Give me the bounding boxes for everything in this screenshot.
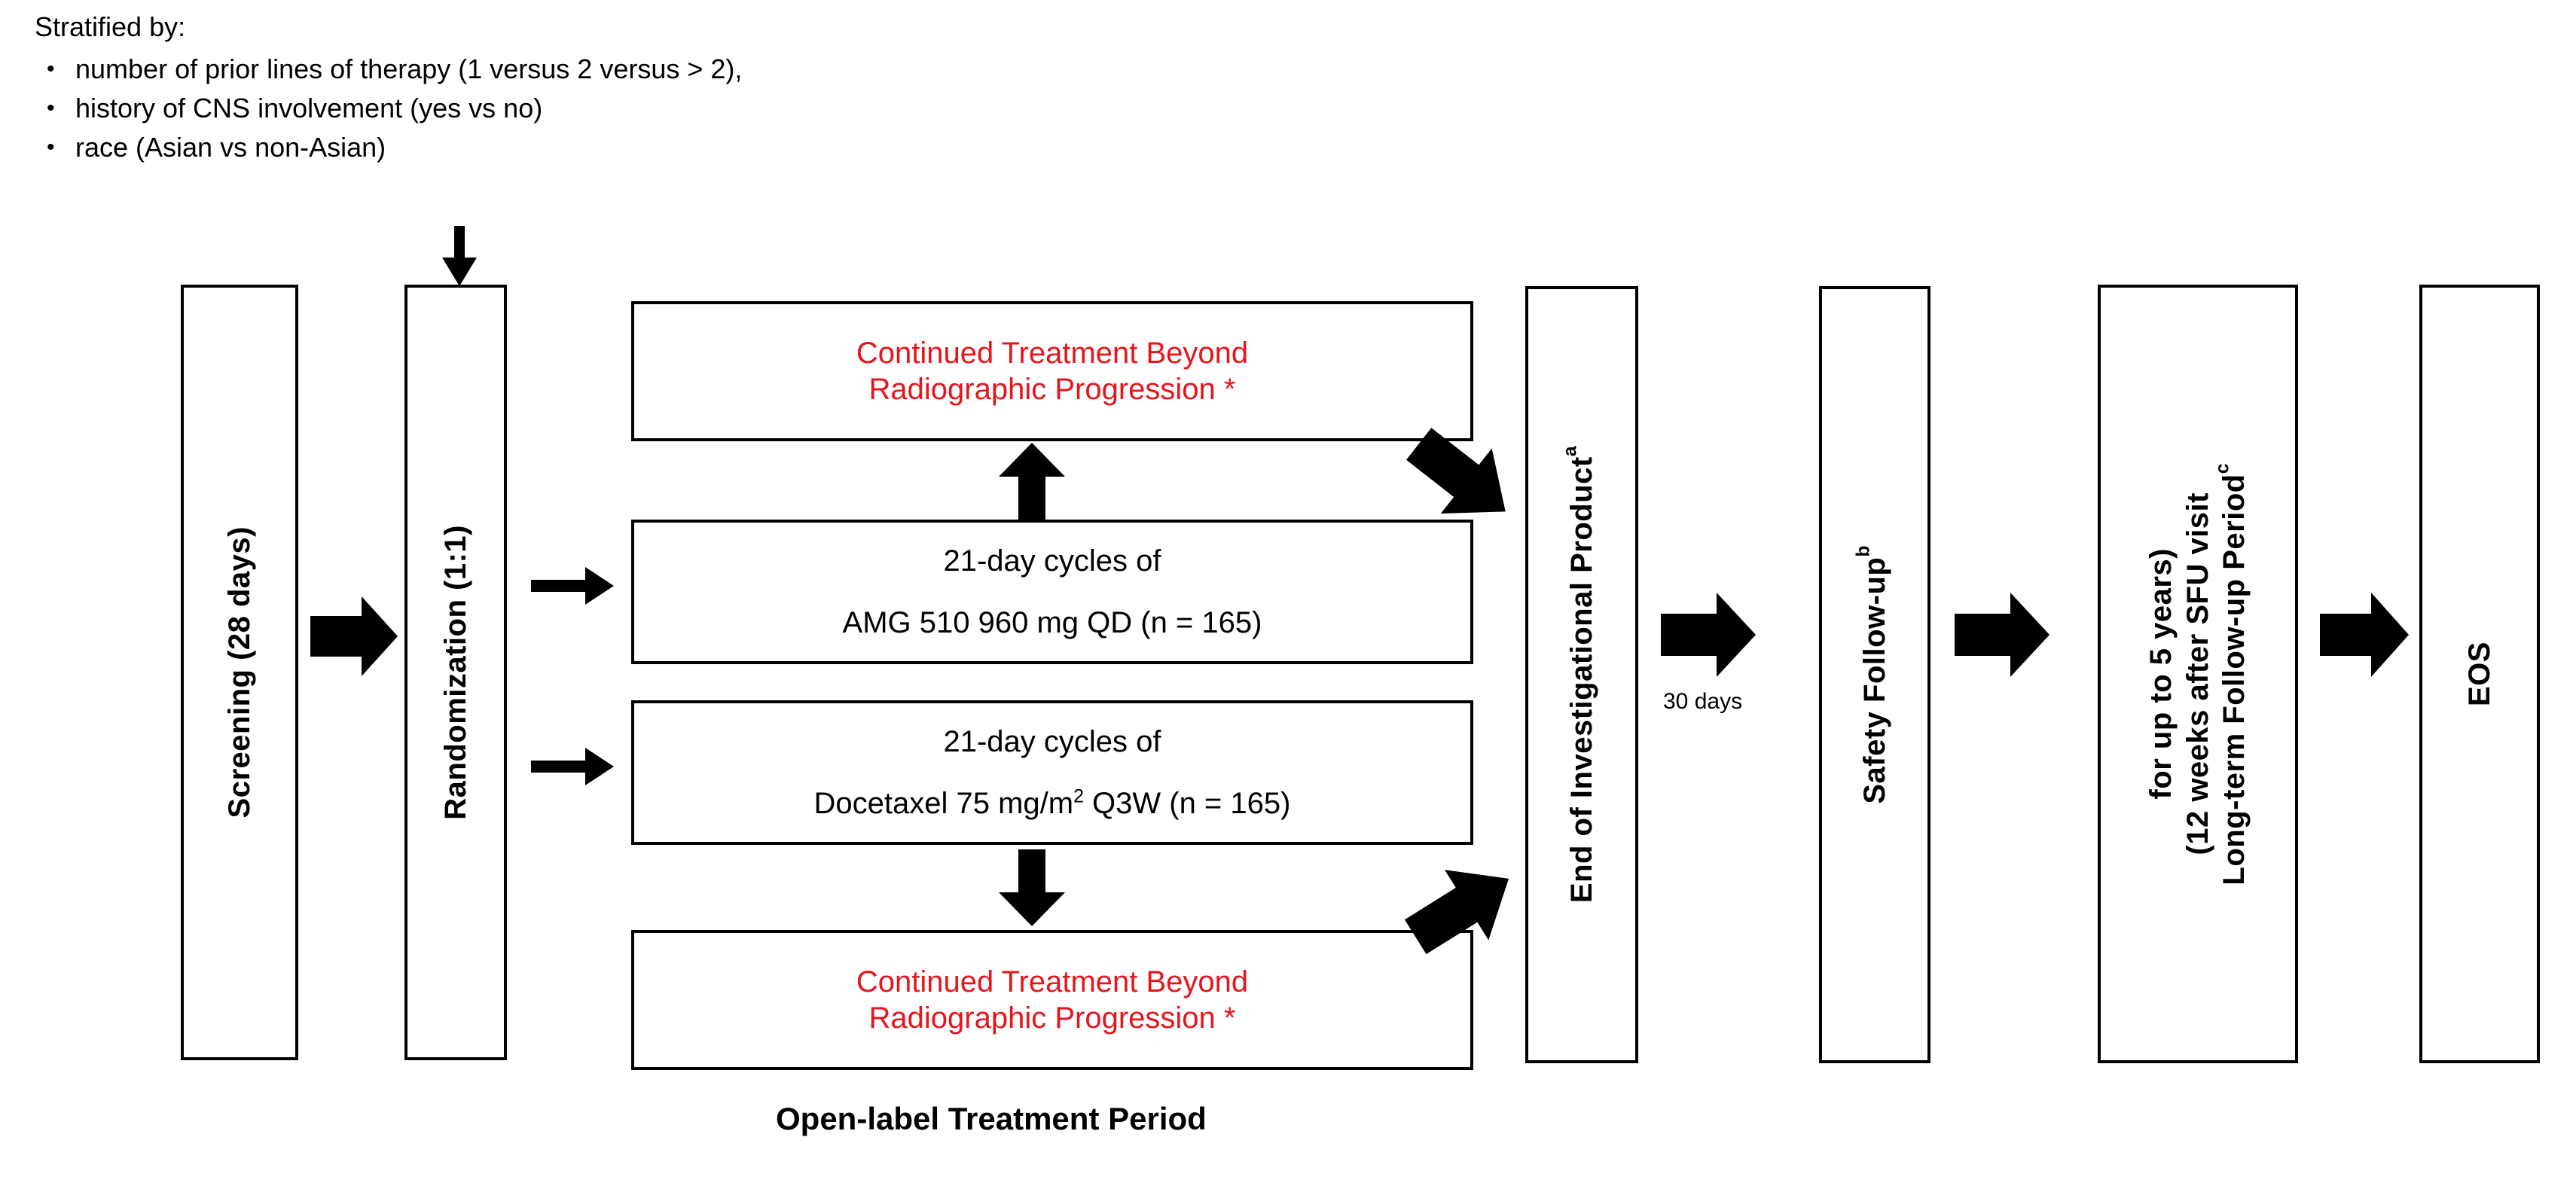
long-term-followup-line3: for up to 5 years) xyxy=(2144,548,2178,800)
box-arm-amg510: 21-day cycles of AMG 510 960 mg QD (n = … xyxy=(631,520,1473,664)
bullet-icon: • xyxy=(47,96,55,120)
arrow-randomization-to-amg-arm xyxy=(531,567,614,605)
box-continued-treatment-bottom: Continued Treatment Beyond Radiographic … xyxy=(631,930,1473,1070)
box-continued-treatment-top: Continued Treatment Beyond Radiographic … xyxy=(631,301,1473,441)
box-randomization: Randomization (1:1) xyxy=(404,285,507,1060)
end-of-ip-footnote: a xyxy=(1560,446,1581,457)
stratification-block: Stratified by: • number of prior lines o… xyxy=(33,11,1238,167)
stratification-item: • number of prior lines of therapy (1 ve… xyxy=(33,50,1238,89)
continued-treatment-bottom-line1: Continued Treatment Beyond xyxy=(856,965,1249,998)
label-thirty-days: 30 days xyxy=(1663,689,1743,714)
box-safety-followup: Safety Follow-upb xyxy=(1819,286,1930,1063)
stratification-lead: Stratified by: xyxy=(35,11,186,42)
arm-docetaxel-line1: 21-day cycles of xyxy=(943,725,1161,758)
box-screening-label: Screening (28 days) xyxy=(222,526,256,819)
stratification-list: • number of prior lines of therapy (1 ve… xyxy=(33,50,1238,167)
arm-amg510-line2: AMG 510 960 mg QD (n = 165) xyxy=(842,606,1262,639)
arrow-down-into-randomization xyxy=(442,226,477,286)
box-eos-label: EOS xyxy=(2462,642,2496,706)
arrow-up-to-continued-treatment-top xyxy=(999,443,1065,520)
stratification-item: • history of CNS involvement (yes vs no) xyxy=(33,89,1238,128)
box-randomization-label: Randomization (1:1) xyxy=(438,525,472,820)
box-end-of-investigational-product: End of Investigational Producta xyxy=(1525,286,1638,1063)
box-safety-followup-label: Safety Follow-upb xyxy=(1853,545,1892,804)
end-of-ip-text: End of Investigational Product xyxy=(1564,456,1598,904)
arm-docetaxel-dose-superscript: 2 xyxy=(1073,786,1084,807)
arrow-diagonal-top-to-end-of-ip xyxy=(1406,428,1506,514)
caption-open-label-treatment-period: Open-label Treatment Period xyxy=(776,1101,1207,1136)
arrow-diagonal-bottom-to-end-of-ip xyxy=(1404,870,1509,955)
long-term-followup-lines: Long-term Follow-up Periodc (12 weeks af… xyxy=(2101,288,2295,1060)
box-arm-docetaxel: 21-day cycles of Docetaxel 75 mg/m2 Q3W … xyxy=(631,700,1473,845)
stratification-item-label: history of CNS involvement (yes vs no) xyxy=(75,93,543,123)
box-long-term-followup: Long-term Follow-up Periodc (12 weeks af… xyxy=(2098,285,2298,1063)
stratification-item-label: number of prior lines of therapy (1 vers… xyxy=(75,53,743,84)
continued-treatment-bottom-line2: Radiographic Progression * xyxy=(868,1001,1236,1035)
box-screening: Screening (28 days) xyxy=(181,285,298,1060)
arrow-randomization-to-docetaxel-arm xyxy=(531,748,614,785)
safety-followup-footnote: b xyxy=(1853,545,1874,557)
long-term-followup-line1: Long-term Follow-up Periodc xyxy=(2213,463,2251,886)
arrow-screening-to-randomization xyxy=(310,596,398,676)
box-eos: EOS xyxy=(2419,285,2540,1063)
continued-treatment-top-line2: Radiographic Progression * xyxy=(868,373,1236,406)
stratification-item-label: race (Asian vs non-Asian) xyxy=(75,132,386,163)
arm-docetaxel-line2: Docetaxel 75 mg/m2 Q3W (n = 165) xyxy=(814,785,1291,822)
arm-docetaxel-dose-post: Q3W (n = 165) xyxy=(1083,787,1291,820)
arrow-end-of-ip-to-safety-followup xyxy=(1661,593,1756,677)
box-end-of-investigational-product-label: End of Investigational Producta xyxy=(1560,446,1599,904)
bullet-icon: • xyxy=(47,135,55,160)
arrow-safety-followup-to-long-term-followup xyxy=(1955,593,2050,677)
safety-followup-text: Safety Follow-up xyxy=(1857,556,1891,804)
continued-treatment-top-line1: Continued Treatment Beyond xyxy=(856,337,1249,370)
long-term-followup-line2: (12 weeks after SFU visit xyxy=(2181,492,2214,855)
arm-amg510-line1: 21-day cycles of xyxy=(943,544,1161,578)
stratification-item: • race (Asian vs non-Asian) xyxy=(33,128,1238,167)
arm-docetaxel-dose-pre: Docetaxel 75 mg/m xyxy=(813,787,1074,820)
arrow-long-term-followup-to-eos xyxy=(2320,593,2409,677)
long-term-followup-line1-text: Long-term Follow-up Period xyxy=(2217,474,2251,886)
arrow-down-to-continued-treatment-bottom xyxy=(999,849,1065,926)
bullet-icon: • xyxy=(47,56,55,81)
long-term-followup-footnote: c xyxy=(2213,462,2234,474)
